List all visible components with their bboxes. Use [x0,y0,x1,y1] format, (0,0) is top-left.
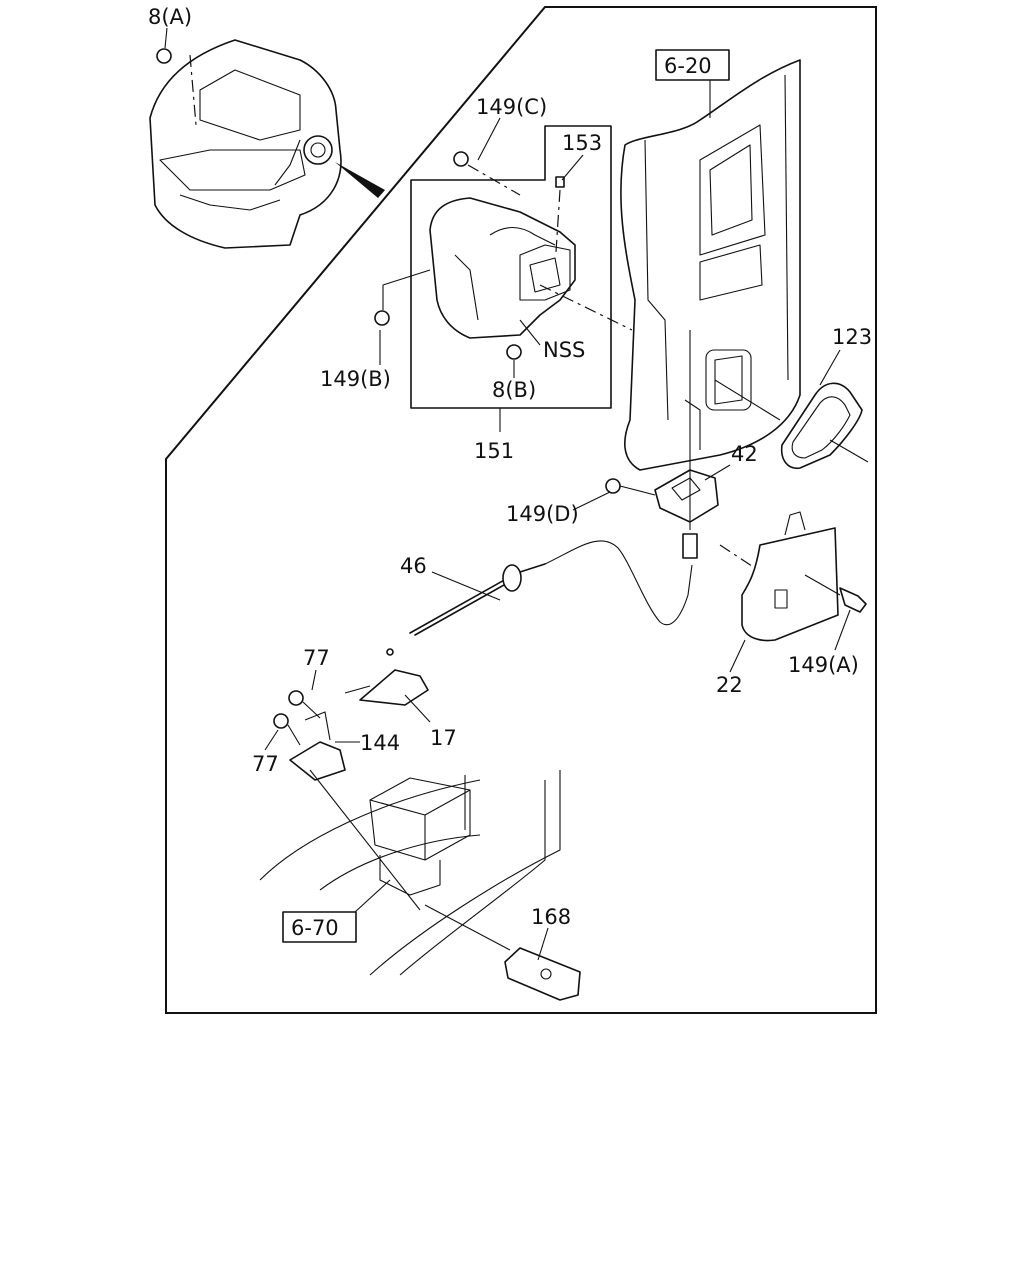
label-42: 42 [731,442,758,466]
bracket-151-box [374,125,633,409]
label-8b: 8(B) [492,378,536,402]
label-17: 17 [430,726,457,750]
label-123: 123 [832,325,872,349]
label-nss: NSS [543,338,585,362]
label-149d: 149(D) [506,502,579,526]
body-panel [620,59,801,471]
ref-box-6-20 [655,49,730,81]
label-46: 46 [400,554,427,578]
label-153: 153 [562,131,602,155]
label-22: 22 [716,673,743,697]
leader-lines [164,27,851,961]
label-77-bottom: 77 [252,752,279,776]
striker-22 [719,511,867,642]
label-149b: 149(B) [320,367,391,391]
label-144: 144 [360,731,400,755]
seal-123 [714,379,869,470]
label-77-top: 77 [303,646,330,670]
label-8a: 8(A) [148,5,192,29]
inset-cab-view [149,39,385,249]
pad-168 [504,947,581,1001]
label-149a: 149(A) [788,653,859,677]
label-149c: 149(C) [476,95,547,119]
cable-46 [386,540,693,656]
label-151: 151 [474,439,514,463]
label-168: 168 [531,905,571,929]
label-6-70: 6-70 [291,916,339,940]
view-arrow-icon [335,162,385,198]
ref-box-6-70 [282,911,357,943]
main-frame [165,6,877,1014]
latch-42 [605,330,719,559]
seat-floor [259,769,561,976]
label-6-20: 6-20 [664,54,712,78]
lever-assembly [273,669,429,781]
